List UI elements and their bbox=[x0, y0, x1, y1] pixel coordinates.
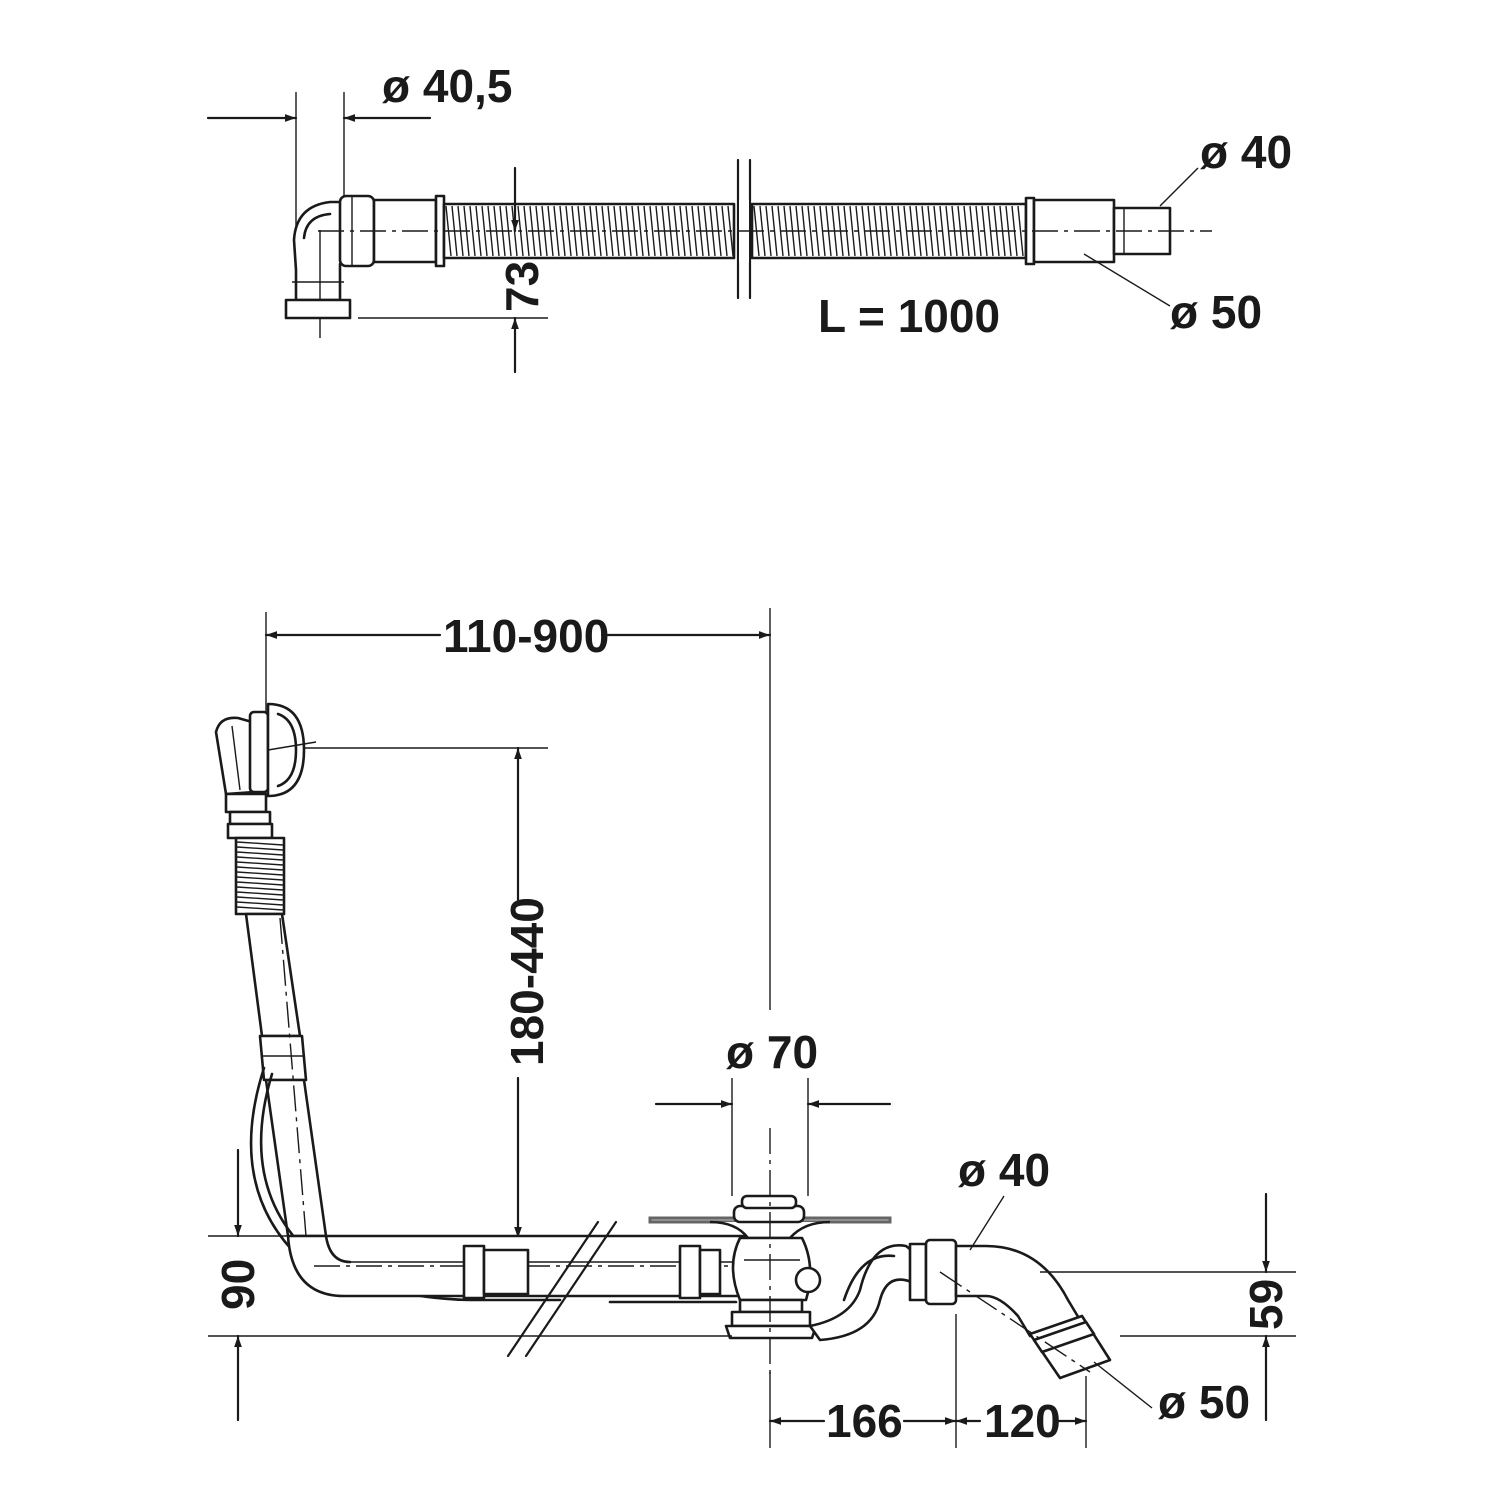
drain-body bbox=[648, 1128, 892, 1376]
overflow-corrugation bbox=[236, 881, 284, 886]
dim-vertical-range-label: 180-440 bbox=[501, 897, 553, 1066]
hose-corrugation bbox=[469, 205, 476, 257]
overflow-corrugation bbox=[236, 866, 284, 871]
dimension-outlet-40: ø 40 bbox=[1159, 126, 1292, 207]
dimension-drain-70: ø 70 bbox=[654, 1026, 892, 1196]
dim-drain-70-label: ø 70 bbox=[726, 1026, 818, 1078]
dimension-horizontal-range: 110-900 bbox=[264, 608, 772, 1010]
bottom-view: 110-900 180-440 bbox=[208, 608, 1296, 1448]
overflow-corrugation bbox=[236, 876, 284, 881]
overflow-corrugation bbox=[236, 856, 284, 861]
dimension-offsets: 166 120 bbox=[768, 1314, 1088, 1448]
dim-length-label: L = 1000 bbox=[818, 290, 1000, 342]
dim-depth-label: 90 bbox=[212, 1259, 264, 1310]
hose-corrugation bbox=[771, 205, 778, 257]
hose-corrugation bbox=[595, 205, 602, 257]
overflow-corrugation bbox=[236, 891, 284, 896]
dimension-height-73: 73 bbox=[358, 166, 548, 374]
hose-corrugation bbox=[939, 205, 946, 257]
hose-corrugation bbox=[1017, 205, 1024, 257]
overflow-corrugation bbox=[236, 886, 284, 891]
overflow-pipe bbox=[234, 836, 328, 1238]
overflow-corrugation bbox=[236, 896, 284, 901]
overflow-corrugation bbox=[236, 841, 284, 846]
dim-height-label: 73 bbox=[496, 261, 548, 312]
hose-corrugation bbox=[765, 205, 772, 257]
overflow-corrugation bbox=[236, 846, 284, 851]
dimension-vertical-range: 180-440 bbox=[294, 746, 553, 1240]
dimension-trap-40: ø 40 bbox=[958, 1144, 1050, 1251]
dim-outlet-50-label: ø 50 bbox=[1170, 286, 1262, 338]
dim-offset-120-label: 120 bbox=[984, 1395, 1061, 1447]
hose-corrugation bbox=[891, 205, 898, 257]
dimension-outlet-50: ø 50 bbox=[1093, 1361, 1250, 1428]
overflow-corrugation bbox=[236, 906, 284, 911]
overflow-fitting bbox=[214, 702, 317, 840]
elbow-fitting bbox=[284, 194, 446, 338]
dimension-outlet-50: ø 50 bbox=[1083, 253, 1262, 338]
hose-corrugation bbox=[481, 205, 488, 257]
hose-corrugation bbox=[807, 205, 814, 257]
top-view: ø 40,5 bbox=[206, 60, 1292, 374]
dimension-inlet-diameter: ø 40,5 bbox=[206, 60, 512, 300]
dim-offset-166-label: 166 bbox=[826, 1395, 903, 1447]
dim-outlet-50-label: ø 50 bbox=[1158, 1376, 1250, 1428]
hose-corrugation bbox=[981, 205, 988, 257]
overflow-corrugation bbox=[236, 901, 284, 906]
hose-corrugation bbox=[649, 205, 656, 257]
hose-corrugation bbox=[637, 205, 644, 257]
hose-corrugation bbox=[897, 205, 904, 257]
dim-horizontal-range-label: 110-900 bbox=[443, 610, 609, 662]
dimension-depth-90: 90 bbox=[208, 1148, 732, 1422]
overflow-corrugation bbox=[236, 851, 284, 856]
hose-corrugation bbox=[553, 205, 560, 257]
hose-corrugation bbox=[813, 205, 820, 257]
hose-corrugation bbox=[855, 205, 862, 257]
hose-corrugation bbox=[691, 205, 698, 257]
hose-corrugation bbox=[975, 205, 982, 257]
dimension-height-59: 59 bbox=[1040, 1192, 1296, 1422]
hose-corrugation bbox=[933, 205, 940, 257]
dim-inlet-diameter-label: ø 40,5 bbox=[382, 60, 512, 112]
hose-corrugation bbox=[607, 205, 614, 257]
dim-height-59-label: 59 bbox=[1240, 1279, 1292, 1330]
overflow-corrugation bbox=[236, 861, 284, 866]
hose-corrugation bbox=[565, 205, 572, 257]
overflow-corrugation bbox=[236, 871, 284, 876]
hose-corrugation bbox=[849, 205, 856, 257]
hose-corrugation bbox=[721, 205, 728, 257]
dim-trap-40-label: ø 40 bbox=[958, 1144, 1050, 1196]
dim-outlet-40-label: ø 40 bbox=[1200, 126, 1292, 178]
hose-corrugation bbox=[679, 205, 686, 257]
trap-pipe bbox=[808, 1238, 1112, 1380]
hose-corrugation bbox=[523, 205, 530, 257]
